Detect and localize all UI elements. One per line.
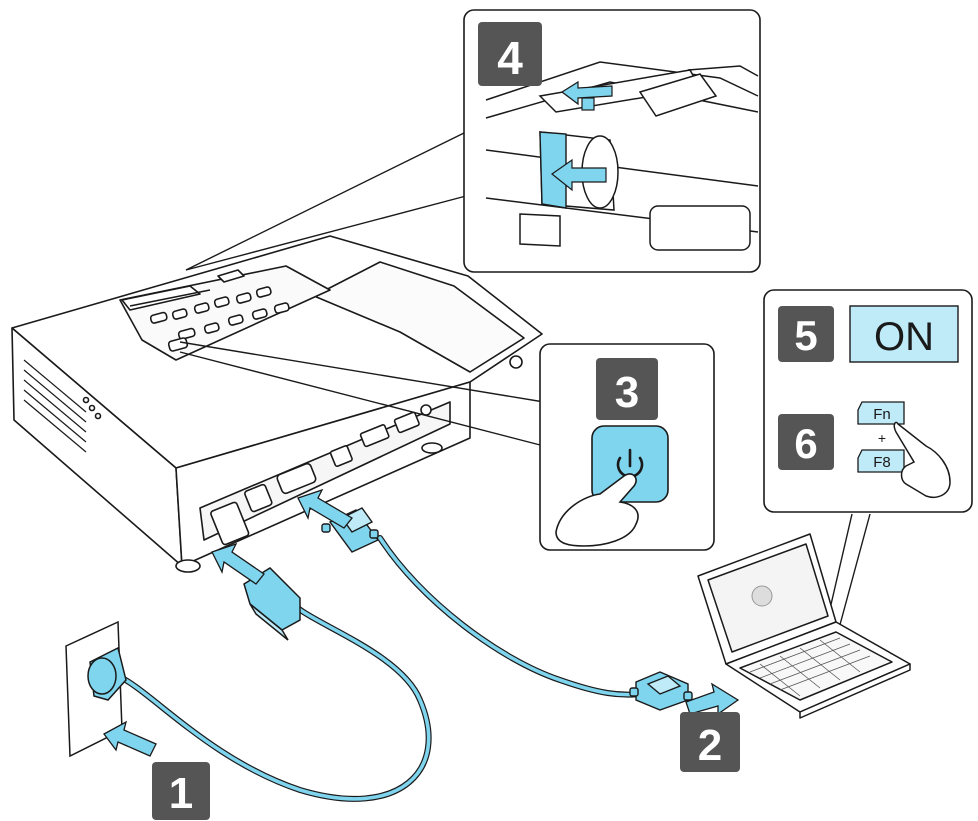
hand-pointer-icon: [893, 421, 951, 498]
step-3-number: 3: [615, 368, 639, 417]
svg-text:F8: F8: [873, 454, 891, 471]
step-6-number: 6: [794, 420, 817, 467]
cables: [115, 535, 643, 802]
step-4-panel: 4: [463, 9, 761, 273]
hand-pointer-icon: [555, 473, 639, 547]
svg-text:Fn: Fn: [873, 406, 891, 423]
on-label: ON: [874, 315, 934, 359]
projector: [11, 235, 543, 573]
wall-outlet: [65, 620, 127, 758]
step-5-number: 5: [794, 312, 817, 359]
step-2-number: 2: [698, 721, 722, 770]
blue-arrow-icon: [103, 488, 740, 757]
f8-key: F8: [857, 449, 905, 473]
step-1-badge: 1: [152, 762, 210, 820]
step-3-panel: 3: [539, 343, 715, 551]
step-2-badge: 2: [680, 712, 740, 772]
laptop: [697, 533, 911, 719]
fn-key: Fn: [857, 401, 905, 425]
step-4-number: 4: [497, 32, 523, 84]
step-5-6-panel: 5 ON 6 Fn + F8: [763, 289, 973, 513]
vga-connector-laptop: [629, 671, 693, 711]
blue-arrow-icon: [550, 80, 613, 192]
plus-label: +: [878, 430, 886, 446]
step-1-number: 1: [169, 769, 193, 818]
power-plug-connector: [243, 567, 301, 641]
on-indicator: [849, 305, 959, 363]
